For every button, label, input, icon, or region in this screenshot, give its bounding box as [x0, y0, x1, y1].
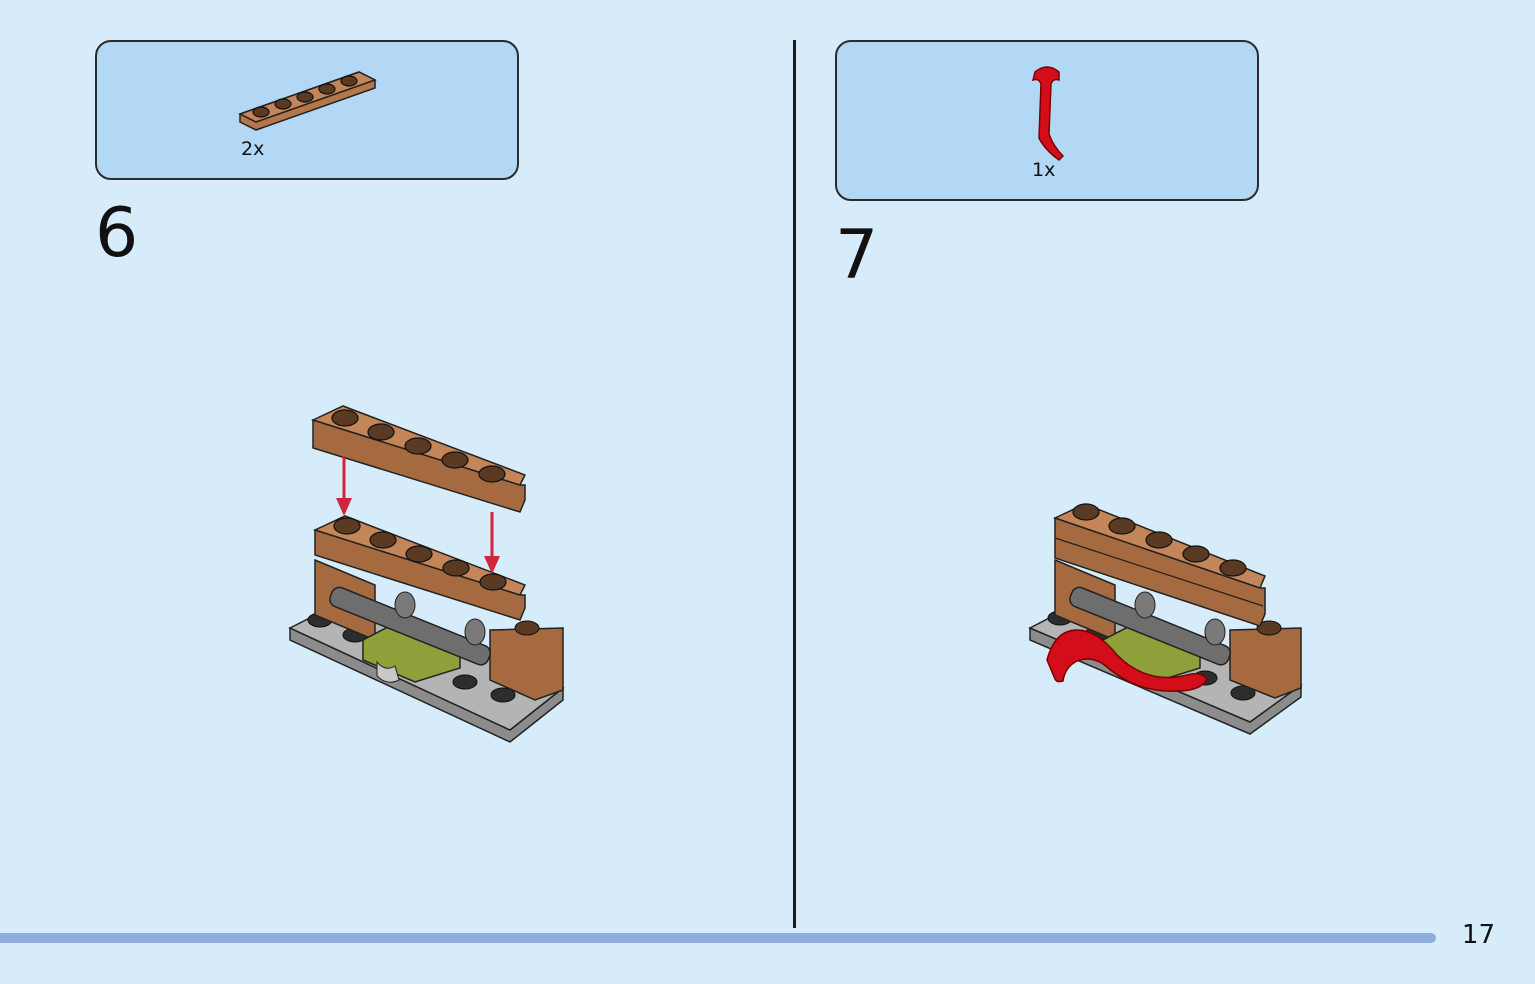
part-quantity: 2x [241, 138, 265, 160]
step-6-assembly-illustration [288, 405, 565, 743]
plate-1x6-icon [238, 71, 377, 131]
column-divider [793, 40, 796, 928]
page-number: 17 [1461, 920, 1495, 950]
parts-callout-step-7: 1x [835, 40, 1259, 201]
page-progress-bar [0, 933, 1436, 943]
parts-callout-step-6: 2x [95, 40, 519, 180]
step-number: 6 [95, 194, 139, 273]
part-quantity: 1x [1032, 159, 1056, 181]
step-number: 7 [835, 216, 879, 295]
tail-red-icon [1031, 66, 1065, 161]
step-7-assembly-illustration [1028, 503, 1303, 735]
